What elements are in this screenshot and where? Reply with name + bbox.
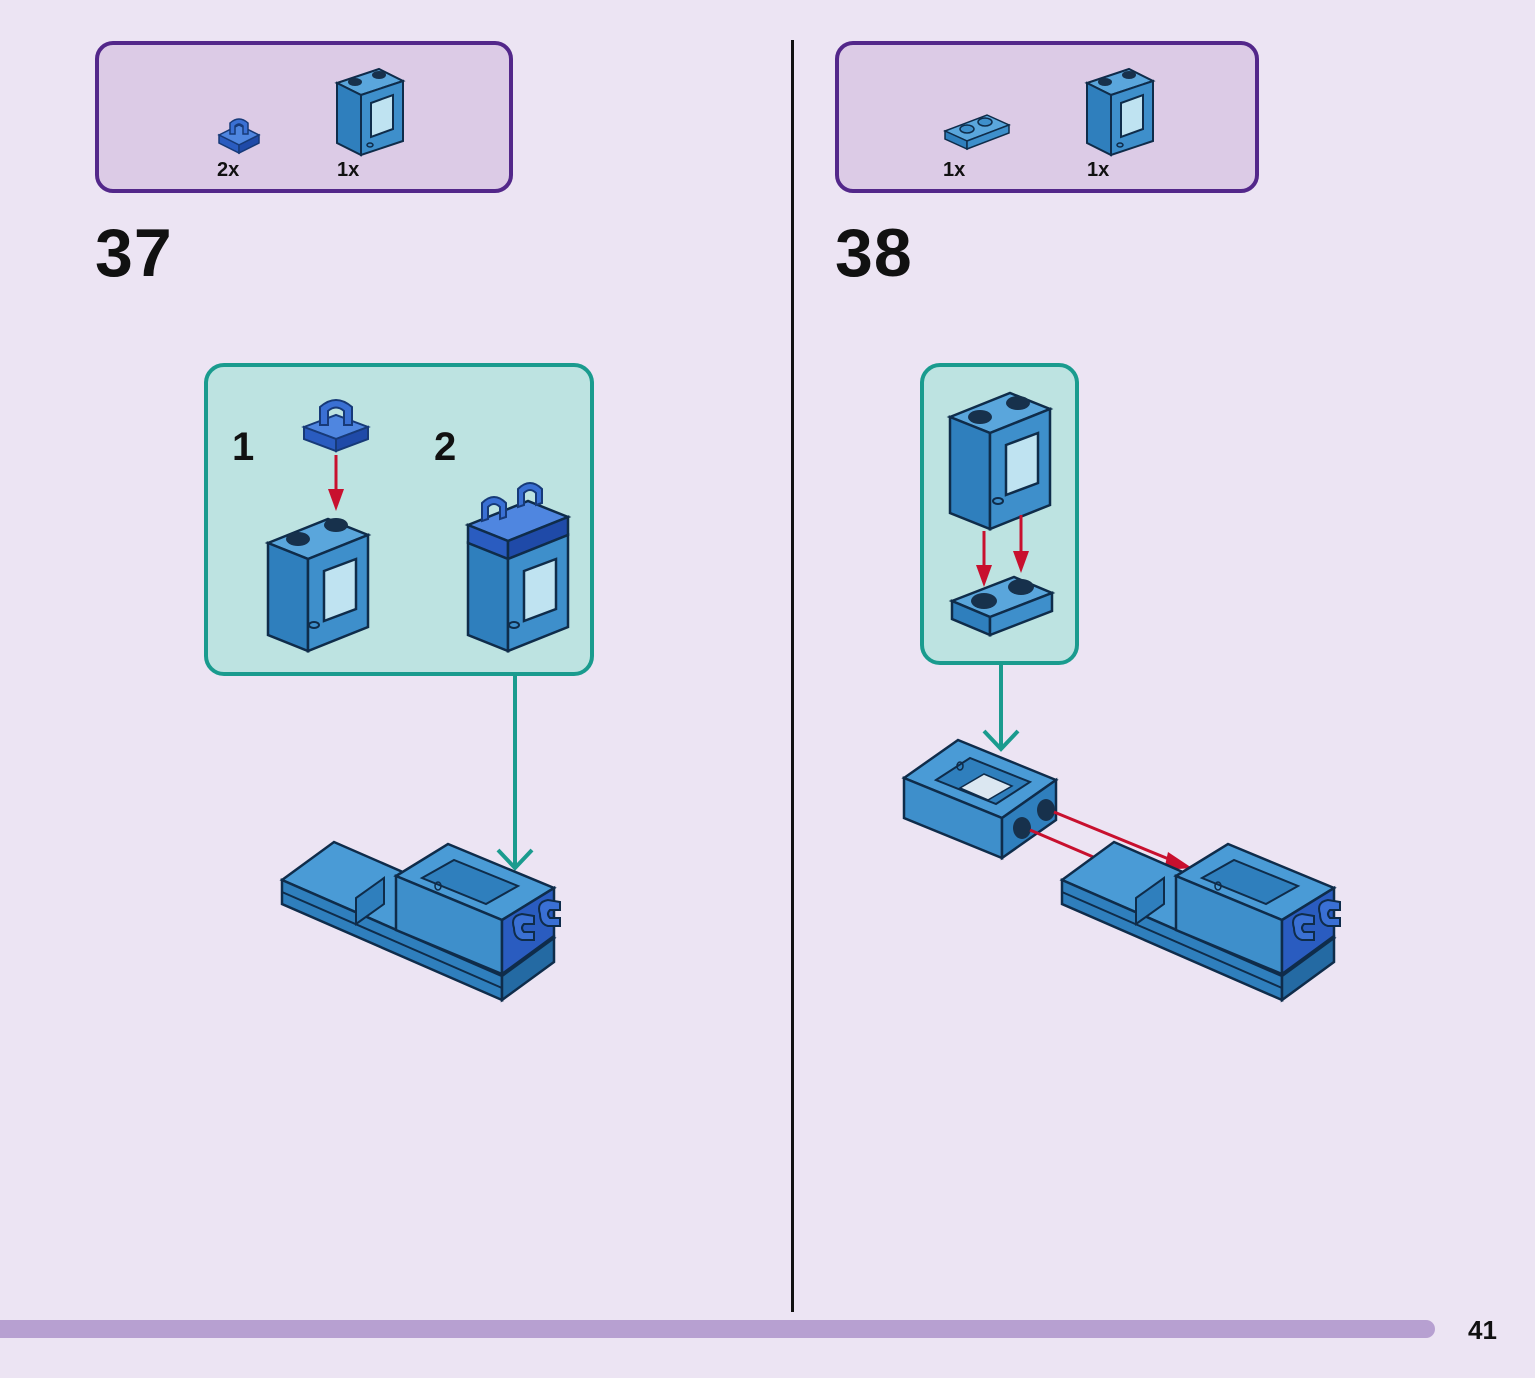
- substep-box-step-37: 1 2: [204, 363, 594, 676]
- part-qty: 1x: [337, 159, 360, 181]
- window-frame-1x2x2-icon: [1084, 67, 1156, 157]
- plate-1x2-icon: [943, 114, 1011, 151]
- step-number: 38: [835, 215, 913, 291]
- window-frame-1x2x2-icon: [264, 517, 372, 653]
- page-number: 41: [1468, 1315, 1497, 1345]
- base-assembly: [1059, 840, 1341, 1003]
- substep-1-illustration: [264, 399, 372, 653]
- clip-plate-1x1-icon: [301, 399, 371, 453]
- window-frame-1x2x2-icon: [946, 391, 1054, 531]
- page-progress-bar: [0, 1320, 1435, 1338]
- clip-plate-1x1-icon: [217, 118, 261, 155]
- callout-arrow-icon: [982, 665, 1020, 752]
- substep-illustration: [946, 391, 1056, 637]
- sub-assembly: [901, 738, 1059, 861]
- part-qty: 1x: [1087, 159, 1110, 181]
- main-assembly-step-37: [279, 840, 561, 1003]
- part-qty: 2x: [217, 159, 240, 181]
- substep-label: 1: [232, 425, 255, 469]
- callout-arrow-icon: [496, 676, 534, 871]
- main-assembly-step-38: [901, 738, 1341, 1003]
- substep-2-illustration: [464, 482, 572, 653]
- window-frame-1x2x2-icon: [464, 482, 572, 653]
- parts-box-step-38: 1x 1x: [835, 41, 1259, 193]
- step-divider: [791, 40, 794, 1312]
- substep-label: 2: [434, 425, 457, 469]
- substep-box-step-38: [920, 363, 1079, 665]
- red-arrow-icon: [976, 515, 1029, 587]
- part-qty: 1x: [943, 159, 966, 181]
- step-number: 37: [95, 215, 173, 291]
- red-arrow-icon: [328, 455, 344, 511]
- window-frame-1x2x2-icon: [334, 67, 406, 157]
- plate-1x2-icon: [948, 575, 1056, 637]
- parts-box-step-37: 2x 1x: [95, 41, 513, 193]
